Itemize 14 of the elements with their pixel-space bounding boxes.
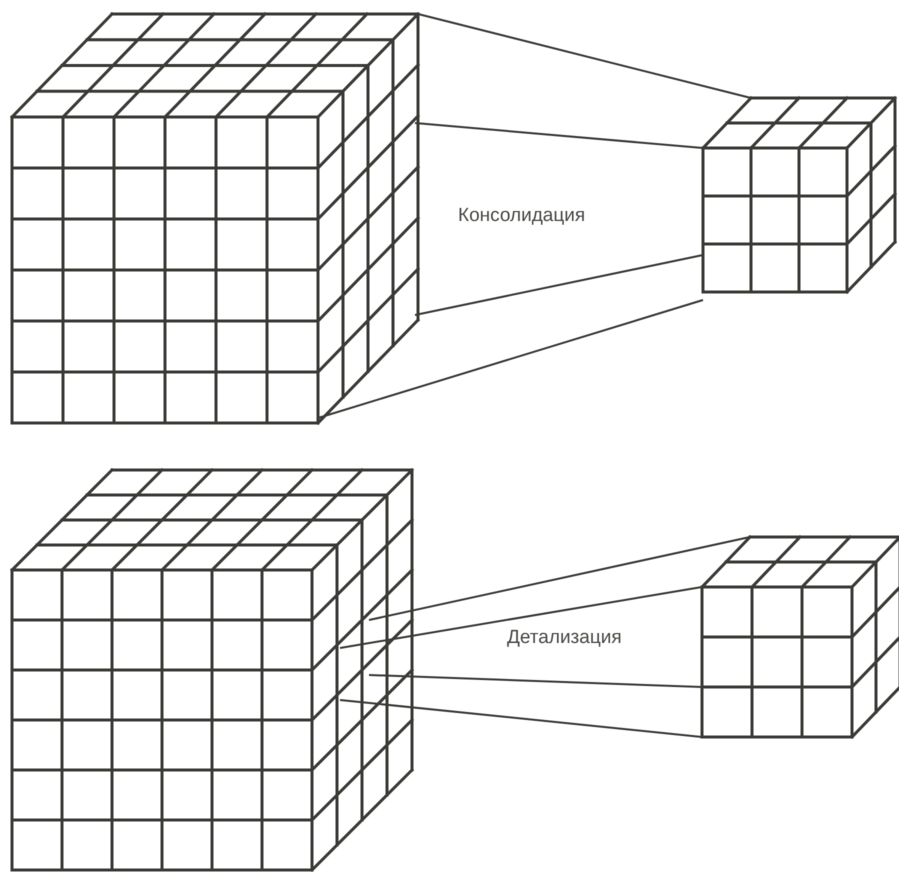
grid-cube-drawing [12, 14, 418, 423]
grid-cube-drawing [703, 98, 895, 292]
projection-line [368, 536, 750, 621]
projection-line [340, 699, 702, 738]
projection-line [368, 674, 702, 688]
projection-line [418, 13, 752, 99]
projection-line [414, 254, 704, 316]
operation-label: Детализация [507, 627, 622, 649]
grid-cube-drawing [12, 470, 412, 870]
grid-cube-drawing [702, 537, 899, 737]
operation-label: Консолидация [458, 205, 586, 227]
projection-line [340, 586, 702, 649]
projection-line [318, 299, 704, 419]
projection-line [414, 122, 704, 149]
